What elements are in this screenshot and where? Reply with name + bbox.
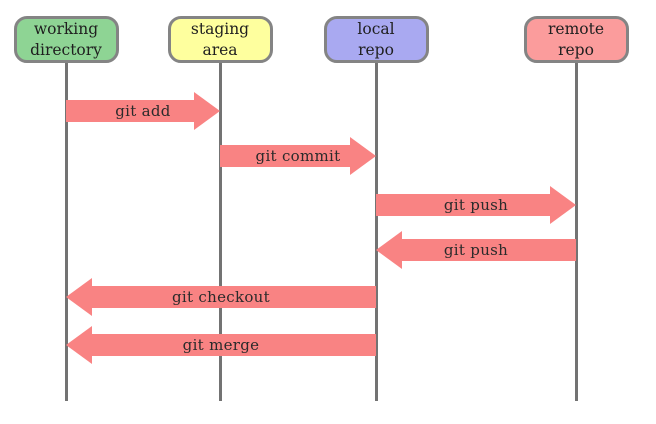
message-label-git-checkout: git checkout — [172, 288, 270, 306]
lane-label-line1: working — [33, 19, 99, 38]
message-label-git-push: git push — [443, 196, 509, 214]
lifeline-staging-area — [218, 62, 222, 401]
message-arrow-git-push: git push — [376, 186, 576, 224]
message-label-git-merge: git merge — [182, 336, 260, 354]
arrow-body — [220, 145, 350, 167]
lane-label-line1: remote — [547, 19, 604, 38]
message-arrow-git-checkout: git checkout — [66, 278, 376, 316]
lifeline-remote-repo — [574, 62, 578, 401]
lane-label-line2: repo — [358, 40, 394, 59]
message-arrow-git-push-2: git push — [376, 231, 576, 269]
arrowhead-left-icon — [66, 326, 92, 364]
message-arrow-git-merge: git merge — [66, 326, 376, 364]
arrow-body — [92, 334, 376, 356]
lane-box-working-directory: working directory — [13, 16, 119, 63]
lane-label-line2: area — [202, 40, 238, 59]
arrowhead-right-icon — [350, 137, 376, 175]
message-arrow-git-commit: git commit — [220, 137, 376, 175]
arrowhead-left-icon — [376, 231, 402, 269]
message-label-git-add: git add — [115, 102, 171, 120]
lane-box-local-repo: local repo — [323, 16, 429, 63]
lane-box-staging-area: staging area — [167, 16, 273, 63]
lane-label-line2: directory — [30, 40, 102, 59]
arrow-body — [66, 100, 194, 122]
arrow-body — [376, 194, 550, 216]
arrowhead-right-icon — [194, 92, 220, 130]
lifeline-working-directory — [64, 62, 68, 401]
lane-box-remote-repo: remote repo — [523, 16, 629, 63]
lane-label-line1: local — [357, 19, 395, 38]
arrow-body — [92, 286, 376, 308]
lane-label-line2: repo — [558, 40, 594, 59]
message-label-git-push-2: git push — [443, 241, 509, 259]
arrowhead-left-icon — [66, 278, 92, 316]
message-arrow-git-add: git add — [66, 92, 220, 130]
arrow-body — [402, 239, 576, 261]
message-label-git-commit: git commit — [255, 147, 341, 165]
arrowhead-right-icon — [550, 186, 576, 224]
lane-label-line1: staging — [190, 19, 250, 38]
